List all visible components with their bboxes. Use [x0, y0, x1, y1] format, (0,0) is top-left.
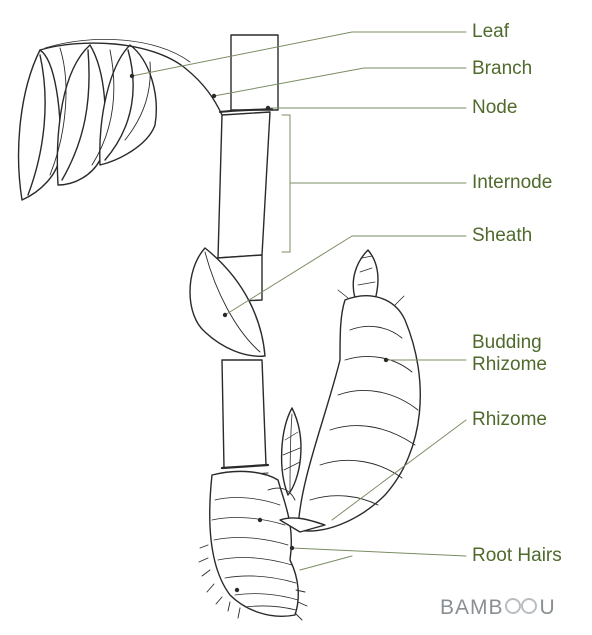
label-budding-rhizome: Budding Rhizome	[472, 332, 547, 376]
culm-top-segment	[231, 35, 278, 110]
brand-logo: BAMB U	[440, 596, 556, 620]
brand-logo-left: BAMB	[440, 596, 504, 619]
brand-rings-icon	[504, 598, 540, 616]
label-branch: Branch	[472, 58, 532, 80]
culm-internode	[218, 112, 270, 258]
leader-lines	[132, 32, 466, 570]
label-budding-rhizome-line1: Budding	[472, 332, 547, 354]
label-node: Node	[472, 97, 517, 119]
label-budding-rhizome-line2: Rhizome	[472, 354, 547, 376]
brand-logo-right: U	[540, 596, 556, 619]
label-rhizome: Rhizome	[472, 409, 547, 431]
label-sheath: Sheath	[472, 225, 532, 247]
label-internode: Internode	[472, 172, 552, 194]
leaf-cluster	[19, 45, 157, 200]
label-root-hairs: Root Hairs	[472, 545, 562, 567]
budding-rhizome	[298, 250, 420, 531]
label-leaf: Leaf	[472, 21, 509, 43]
